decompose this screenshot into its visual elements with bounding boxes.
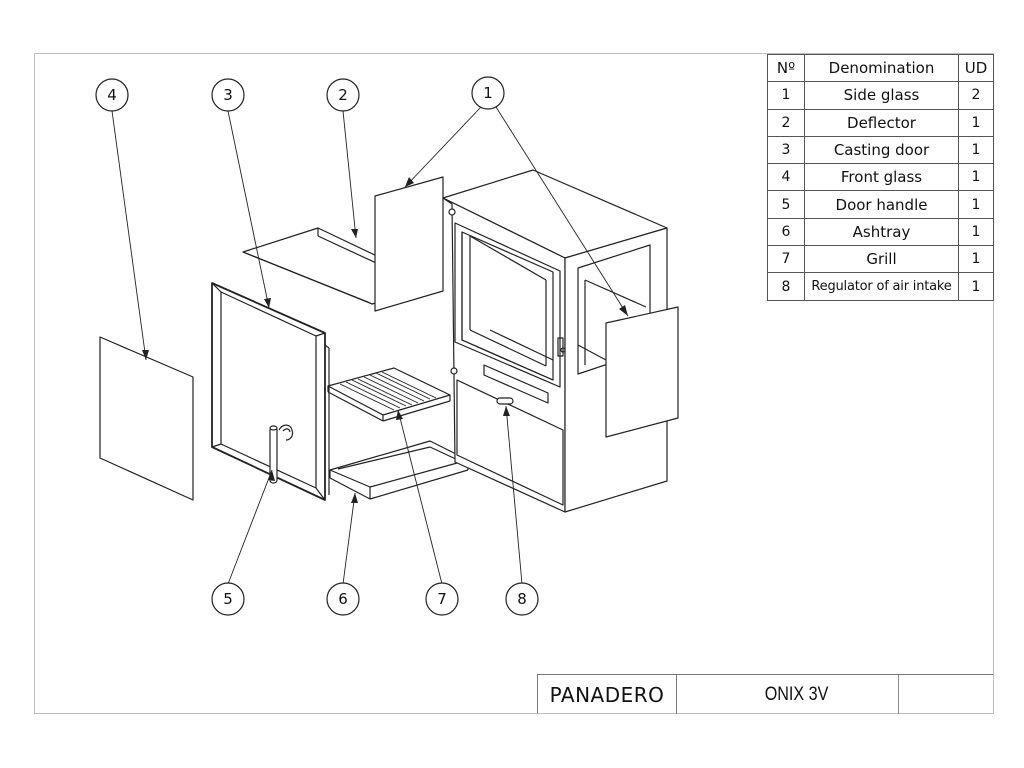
balloon-1: 1 bbox=[471, 76, 505, 110]
balloon-2: 2 bbox=[326, 78, 360, 112]
bom-row: 6 Ashtray 1 bbox=[767, 217, 994, 247]
bom-header-number: Nº bbox=[767, 53, 805, 83]
bom-cell-quantity: 2 bbox=[958, 81, 994, 110]
title-block-empty-cell bbox=[917, 675, 994, 714]
bom-cell-number: 4 bbox=[767, 163, 805, 192]
side-glass-right-part bbox=[605, 306, 679, 438]
bom-cell-number: 3 bbox=[767, 135, 805, 165]
bom-cell-quantity: 1 bbox=[958, 190, 994, 219]
bom-header-row: Nº Denomination UD bbox=[767, 53, 994, 83]
svg-text:3: 3 bbox=[223, 86, 233, 104]
side-glass-left-part bbox=[374, 176, 444, 312]
balloon-6: 6 bbox=[326, 582, 360, 616]
bom-cell-quantity: 1 bbox=[958, 163, 994, 192]
company-name: PANADERO bbox=[538, 675, 677, 714]
bom-cell-number: 1 bbox=[767, 81, 805, 110]
svg-text:7: 7 bbox=[437, 590, 447, 608]
bom-cell-quantity: 1 bbox=[958, 108, 994, 137]
bom-cell-number: 7 bbox=[767, 245, 805, 274]
bom-cell-number: 2 bbox=[767, 108, 805, 137]
bom-header-denomination: Denomination bbox=[804, 53, 959, 83]
bom-row: 8 Regulator of air intake 1 bbox=[767, 272, 994, 301]
bom-row: 3 Casting door 1 bbox=[767, 135, 994, 165]
leader-lines bbox=[111, 106, 629, 585]
grill-part bbox=[327, 367, 451, 422]
bom-row: 4 Front glass 1 bbox=[767, 163, 994, 192]
bom-cell-number: 6 bbox=[767, 217, 805, 247]
svg-text:4: 4 bbox=[107, 86, 117, 104]
bom-cell-denomination: Door handle bbox=[804, 190, 959, 219]
bom-row: 7 Grill 1 bbox=[767, 245, 994, 274]
bom-row: 5 Door handle 1 bbox=[767, 190, 994, 219]
model-name: ONIX 3V bbox=[695, 675, 899, 714]
door-handle-part bbox=[269, 424, 294, 484]
bom-cell-denomination: Front glass bbox=[804, 163, 959, 192]
bom-cell-number: 5 bbox=[767, 190, 805, 219]
bom-cell-quantity: 1 bbox=[958, 217, 994, 247]
bom-cell-denomination: Regulator of air intake bbox=[804, 272, 959, 301]
bom-cell-quantity: 1 bbox=[958, 135, 994, 165]
title-block: PANADERO ONIX 3V bbox=[537, 674, 994, 714]
balloon-8: 8 bbox=[505, 582, 539, 616]
bom-header-quantity: UD bbox=[958, 53, 994, 83]
bom-cell-denomination: Side glass bbox=[804, 81, 959, 110]
drawing-frame bbox=[34, 53, 994, 714]
bom-cell-denomination: Ashtray bbox=[804, 217, 959, 247]
balloon-5: 5 bbox=[211, 582, 245, 616]
casting-door-part bbox=[211, 282, 330, 501]
svg-text:6: 6 bbox=[338, 590, 348, 608]
bom-cell-quantity: 1 bbox=[958, 272, 994, 301]
bom-cell-denomination: Deflector bbox=[804, 108, 959, 137]
bom-cell-denomination: Casting door bbox=[804, 135, 959, 165]
svg-text:8: 8 bbox=[517, 590, 527, 608]
bom-cell-denomination: Grill bbox=[804, 245, 959, 274]
svg-text:1: 1 bbox=[483, 84, 493, 102]
balloon-4: 4 bbox=[95, 78, 129, 112]
svg-text:2: 2 bbox=[338, 86, 348, 104]
bom-row: 2 Deflector 1 bbox=[767, 108, 994, 137]
bill-of-materials-table: Nº Denomination UD 1 Side glass 2 2 Defl… bbox=[767, 53, 994, 301]
ashtray-part bbox=[329, 440, 469, 500]
air-regulator-part bbox=[496, 397, 514, 405]
balloon-3: 3 bbox=[211, 78, 245, 112]
balloon-7: 7 bbox=[425, 582, 459, 616]
front-glass-part bbox=[99, 336, 194, 501]
leader-arrowheads bbox=[142, 177, 628, 503]
svg-text:5: 5 bbox=[223, 590, 233, 608]
bom-cell-number: 8 bbox=[767, 272, 805, 301]
bom-row: 1 Side glass 2 bbox=[767, 81, 994, 110]
bom-cell-quantity: 1 bbox=[958, 245, 994, 274]
